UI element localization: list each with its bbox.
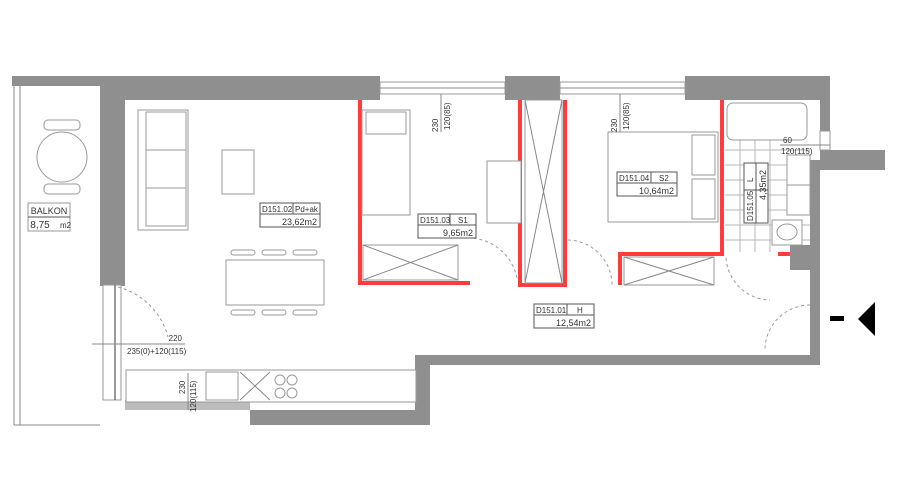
bedroom2-label: D151.04 S2 10,64m2 xyxy=(616,171,678,197)
balcony-door-dim-bottom: 235(0)+120(115) xyxy=(127,347,187,356)
kitchen-window-dim-b: 120(115) xyxy=(189,380,198,412)
entrance-arrow-icon xyxy=(830,302,875,336)
bedroom2-type: S2 xyxy=(659,174,669,183)
bedroom1-label: D151.03 S1 9,65m2 xyxy=(417,213,477,239)
desk-icon xyxy=(486,160,522,224)
hall-area: 12,54m2 xyxy=(556,318,591,328)
living-type: Pd+ak xyxy=(295,205,319,214)
kitchen-window-dim-a: 230 xyxy=(178,380,187,394)
balcony-door-dim-top: 220 xyxy=(169,334,183,343)
cooktop-icon xyxy=(274,374,298,399)
coffee-table-icon xyxy=(221,149,255,195)
door-swing-icon xyxy=(117,286,169,338)
dining-table-icon xyxy=(225,259,325,306)
living-furniture xyxy=(117,109,417,403)
living-area: 23,62m2 xyxy=(282,217,317,227)
dimension-labels: 220 235(0)+120(115) 230 120(115) 230 120… xyxy=(92,94,830,412)
balcony-area: 8,75 xyxy=(30,220,50,231)
bathroom-area: 4,35m2 xyxy=(758,170,768,200)
bath-window-dim-b: 120(115) xyxy=(781,147,813,156)
bedroom2-code: D151.04 xyxy=(619,174,650,183)
kitchen-counter xyxy=(125,369,417,403)
bedroom1-code: D151.03 xyxy=(420,216,451,225)
bedroom1-type: S1 xyxy=(458,216,468,225)
washbasin-icon xyxy=(786,154,811,186)
living-code: D151.02 xyxy=(262,205,293,214)
balcony-name: BALKON xyxy=(31,206,68,216)
s1-window-dim-a: 230 xyxy=(431,118,440,132)
washing-machine-icon xyxy=(786,184,811,216)
balcony-area-unit: m2 xyxy=(60,221,72,230)
bathtub-icon xyxy=(726,102,808,141)
sink-icon xyxy=(205,371,239,401)
bathroom-type: L xyxy=(746,177,755,182)
hall-type: H xyxy=(577,306,583,315)
s2-window-dim-a: 230 xyxy=(610,118,619,132)
hall-code: D151.01 xyxy=(536,306,567,315)
living-label: D151.02 Pd+ak 23,62m2 xyxy=(259,202,321,228)
bathroom-label: D151.05 L 4,35m2 xyxy=(743,162,769,224)
s2-window-dim-b: 120(85) xyxy=(622,102,631,130)
windows xyxy=(102,81,831,401)
bathroom-code: D151.05 xyxy=(746,190,755,221)
balcony-table-icon xyxy=(36,119,88,195)
bedroom2-area: 10,64m2 xyxy=(639,186,674,196)
wardrobes xyxy=(362,99,715,286)
bedroom1-area: 9,65m2 xyxy=(443,228,473,238)
s1-window-dim-b: 120(85) xyxy=(443,102,452,130)
bath-window-dim-a: 60 xyxy=(783,136,792,145)
balcony: BALKON 8,75 m2 xyxy=(12,76,100,426)
hall-label: D151.01 H 12,54m2 xyxy=(533,303,595,329)
bathroom-fixtures: D151.05 L 4,35m2 xyxy=(725,102,811,252)
